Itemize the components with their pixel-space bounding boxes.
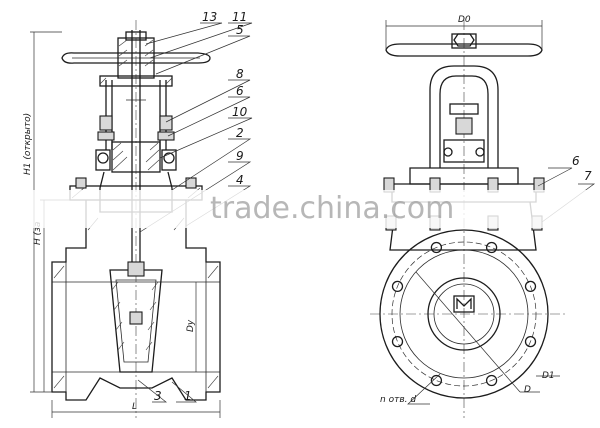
dim-h-closed: H (за (33, 222, 43, 245)
dim-h1-open: H1 (открыто) (23, 113, 33, 175)
dim-length: L (132, 402, 137, 412)
dim-d1: D1 (542, 371, 555, 381)
bolt-hole (430, 374, 443, 387)
callout-2: 2 (236, 126, 244, 140)
bolt-hole (430, 241, 443, 254)
dim-d: D (524, 385, 531, 395)
callout-13: 13 (202, 10, 217, 24)
bolt-hole (524, 280, 537, 293)
bolt-hole (485, 241, 498, 254)
callout-11: 11 (232, 10, 247, 24)
callout-10: 10 (232, 105, 248, 119)
bolt-hole (391, 335, 404, 348)
callout-8: 8 (236, 67, 244, 81)
stem (126, 30, 146, 268)
dim-dy: Dy (186, 319, 196, 332)
dim-d0: D0 (458, 15, 471, 25)
callout-3: 3 (154, 389, 162, 403)
bolt-hole (485, 374, 498, 387)
nameplate-logo (453, 295, 475, 313)
callout-5: 5 (236, 23, 244, 37)
callout-6-end: 6 (572, 154, 580, 168)
bolt-hole (524, 335, 537, 348)
callout-6: 6 (236, 84, 244, 98)
gland-bolts (95, 115, 177, 173)
watermark: trade.china.com (0, 190, 600, 228)
handwheel-side (61, 31, 211, 79)
flange-face (379, 229, 549, 399)
dim-bolt-holes: n отв. d (380, 395, 416, 405)
bolt-hole (391, 280, 404, 293)
bolt-holes (391, 241, 537, 387)
handwheel-top (385, 20, 543, 57)
wedge (109, 261, 163, 373)
watermark-text: trade.china.com (210, 191, 454, 226)
callout-4: 4 (236, 173, 244, 187)
callout-1: 1 (184, 389, 192, 403)
callout-7-end: 7 (584, 169, 592, 183)
yoke-arch (429, 65, 499, 168)
callout-9: 9 (236, 149, 244, 163)
